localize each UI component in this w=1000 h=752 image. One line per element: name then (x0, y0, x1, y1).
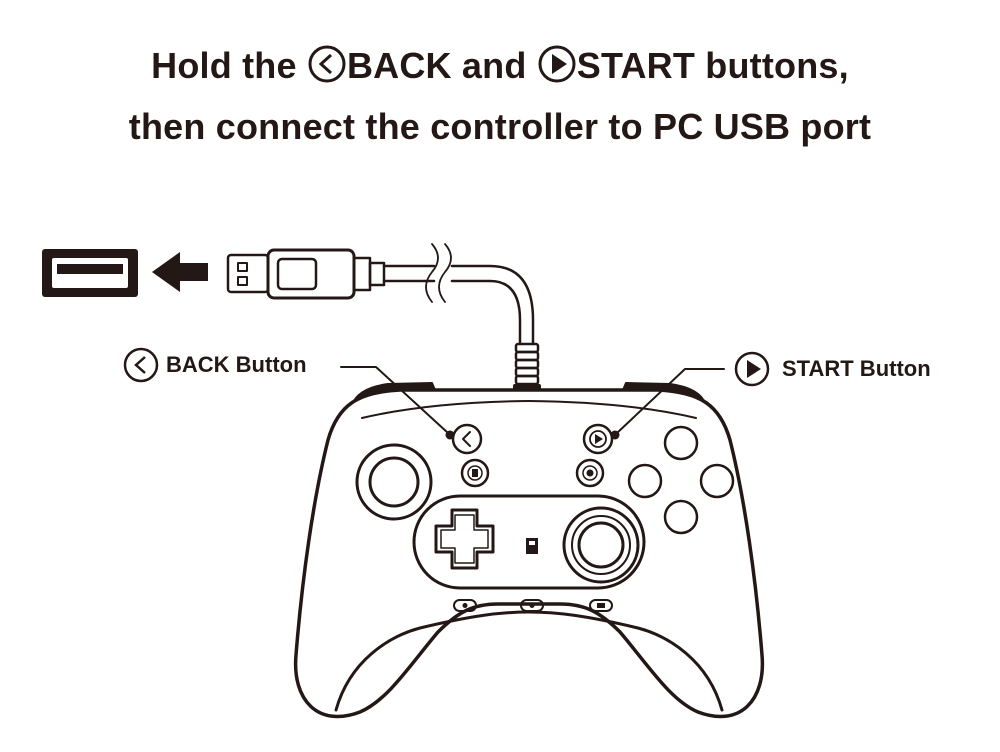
center-panel (412, 494, 646, 590)
right-stick (562, 506, 640, 584)
back-callout-icon (123, 347, 159, 383)
start-leader (616, 368, 725, 434)
share-button-icon (460, 458, 490, 488)
indicator-light (526, 538, 538, 554)
dpad (434, 508, 495, 570)
back-button-label: BACK Button (166, 352, 307, 377)
usb-port-icon (42, 249, 138, 297)
start-leader-dot (610, 430, 620, 440)
title-prefix: Hold the (151, 45, 307, 86)
back-chevron-icon (307, 44, 347, 93)
start-callout-icon (734, 351, 770, 387)
usb-cable (382, 243, 541, 390)
settings-button-icon (575, 458, 605, 488)
back-leader-dot (445, 430, 455, 440)
usb-plug-icon (226, 248, 386, 300)
title-start-word: START buttons, (576, 45, 849, 86)
title-line-1: Hold the BACK and START buttons, (0, 44, 1000, 93)
arrow-left-icon (152, 252, 208, 292)
start-button-icon (582, 423, 614, 455)
start-button-label: START Button (782, 356, 931, 381)
left-stick (355, 443, 433, 521)
back-button-icon (451, 423, 483, 455)
start-play-icon (537, 44, 577, 93)
back-leader (340, 366, 449, 434)
title-line-2: then connect the controller to PC USB po… (128, 106, 872, 147)
bottom-buttons (453, 599, 613, 612)
title-back-word: BACK and (346, 45, 537, 86)
face-buttons (627, 425, 735, 535)
